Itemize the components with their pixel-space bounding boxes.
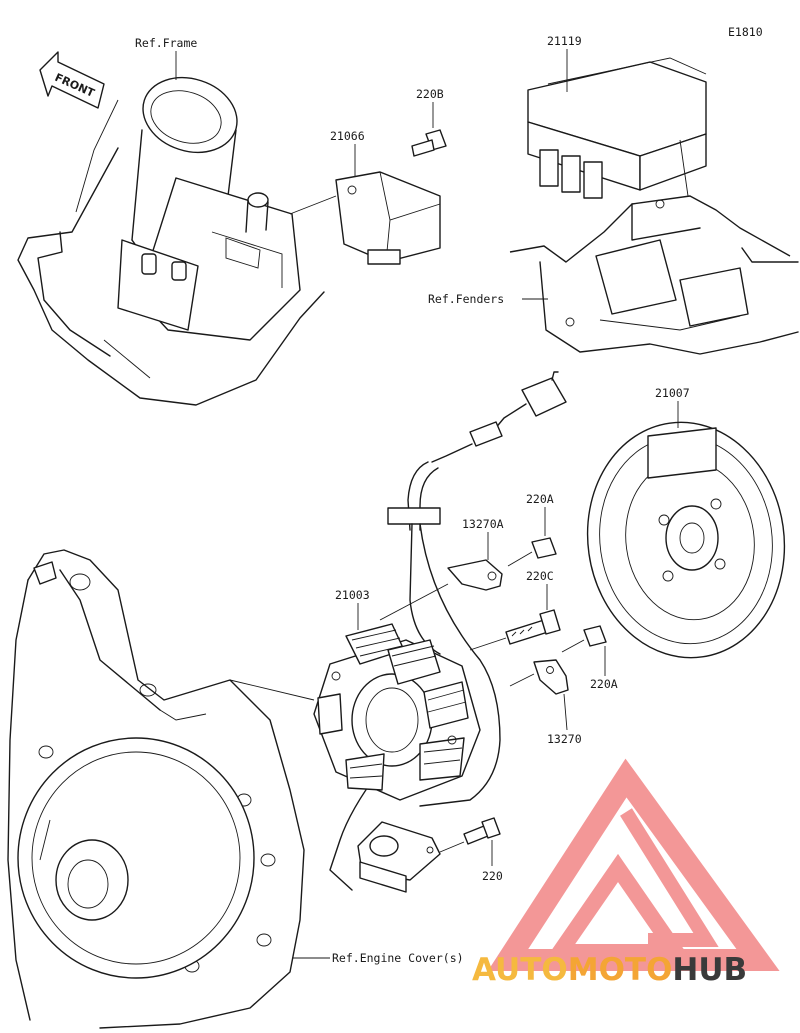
label-220A-lower: 220A — [590, 677, 618, 691]
label-220C: 220C — [526, 569, 554, 583]
watermark-moto: MOTO — [568, 952, 673, 988]
label-220B: 220B — [416, 87, 444, 101]
watermark-auto: AUTO — [472, 952, 568, 988]
clamp-13270: 13270 — [509, 659, 582, 746]
diagram-id: E1810 — [728, 25, 763, 39]
label-21007: 21007 — [655, 386, 690, 400]
ref-frame-label: Ref.Frame — [135, 36, 197, 50]
relay-21066: 21066 — [289, 129, 441, 265]
label-13270: 13270 — [547, 732, 582, 746]
label-13270A: 13270A — [462, 517, 504, 531]
front-arrow-icon: FRONT — [39, 51, 105, 109]
bolt-220A-upper: 220A — [507, 492, 557, 567]
watermark-logo — [487, 758, 780, 971]
wire-harness — [329, 371, 567, 891]
stator-21003: 21003 — [229, 588, 481, 801]
regulator-21119: 21119 — [527, 34, 707, 199]
bolt-220B: 220B — [411, 87, 447, 157]
pickup-coil — [357, 821, 441, 893]
label-21066: 21066 — [330, 129, 365, 143]
bolt-220A-lower: 220A — [561, 625, 618, 691]
label-21003: 21003 — [335, 588, 370, 602]
fenders-bracket: Ref.Fenders — [428, 195, 799, 355]
label-220A-upper: 220A — [526, 492, 554, 506]
bolt-220C: 220C — [469, 569, 561, 651]
clamp-13270A: 13270A — [379, 517, 504, 621]
ref-engine-cover-label: Ref.Engine Cover(s) — [332, 951, 464, 965]
engine-cover: Ref.Engine Cover(s) — [7, 549, 464, 1029]
rotor-21007: 21007 — [586, 386, 786, 659]
frame-assembly — [17, 76, 325, 406]
label-21119: 21119 — [547, 34, 582, 48]
watermark-hub: HUB — [672, 952, 747, 988]
watermark-text: AUTOMOTOHUB — [472, 952, 747, 988]
label-220: 220 — [482, 869, 503, 883]
bolt-220: 220 — [439, 817, 503, 883]
ref-fenders-label: Ref.Fenders — [428, 292, 504, 306]
ref-frame-callout: Ref.Frame — [135, 36, 197, 80]
